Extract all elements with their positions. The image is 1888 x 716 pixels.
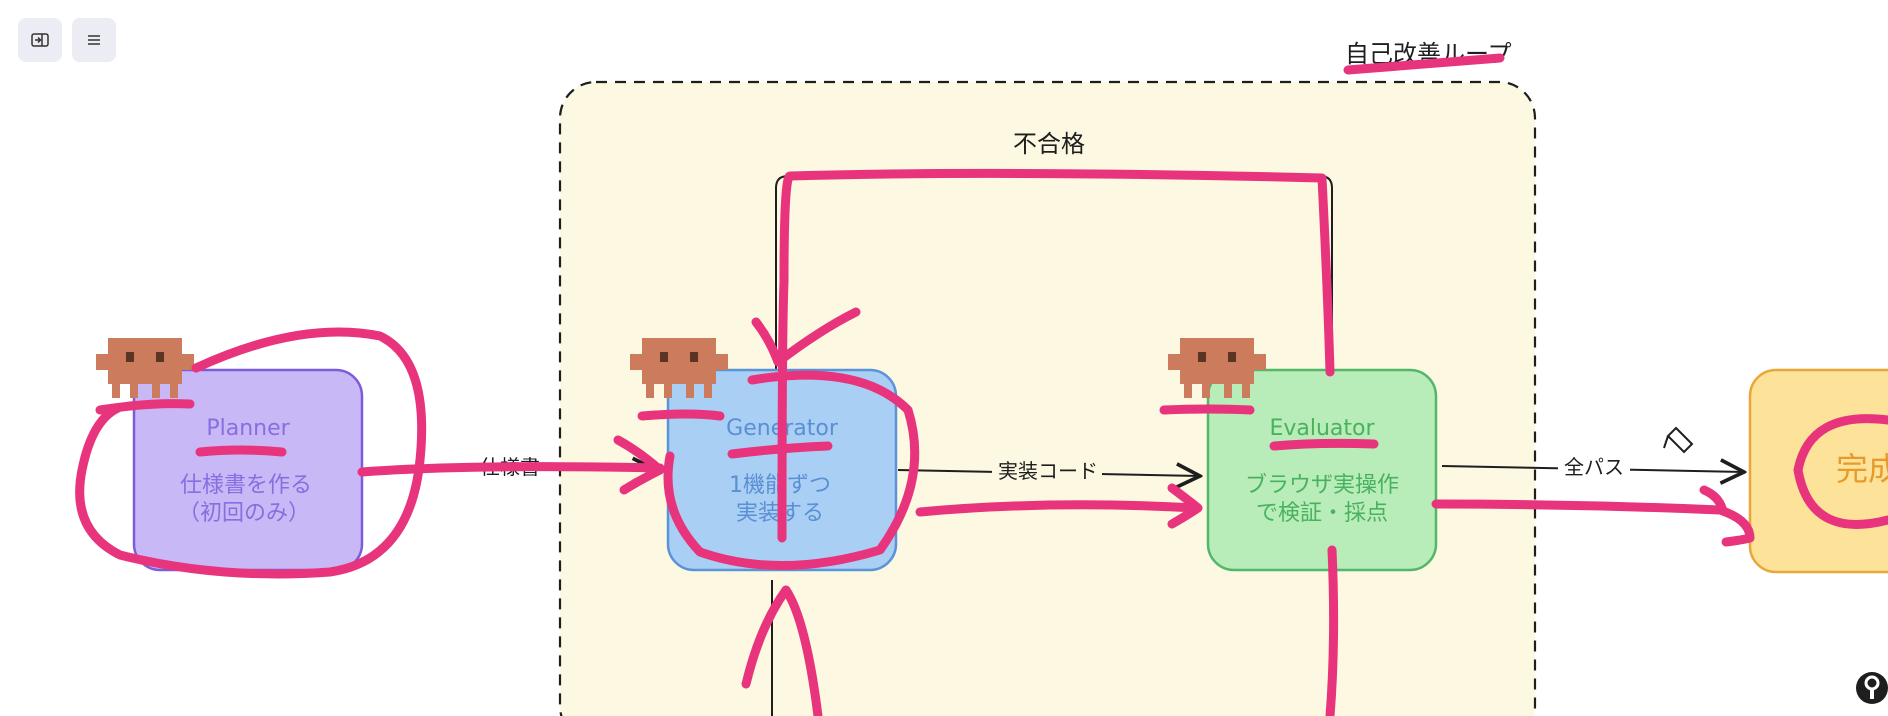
pencil-cursor-icon (1663, 426, 1694, 454)
planner-line2: （初回のみ） (178, 501, 310, 526)
robot-icon (1168, 338, 1266, 398)
evaluator-line1: ブラウザ実操作 (1245, 473, 1399, 498)
robot-icon (96, 338, 194, 398)
evaluator-line2: で検証・採点 (1256, 501, 1388, 526)
evaluator-node[interactable]: Evaluator ブラウザ実操作 で検証・採点 (1206, 368, 1438, 572)
edge-label-bg (1558, 452, 1630, 482)
planner-line1: 仕様書を作る (180, 473, 312, 498)
robot-icon (630, 338, 728, 398)
edge-label-code: 実装コード (998, 459, 1098, 483)
fail-loop-label: 不合格 (1013, 130, 1085, 158)
planner-node[interactable]: Planner 仕様書を作る （初回のみ） (132, 368, 364, 572)
planner-title: Planner (206, 416, 290, 441)
sidebar-toggle-icon (31, 33, 49, 47)
evaluator-title: Evaluator (1269, 416, 1375, 441)
done-node[interactable]: 完成 (1748, 368, 1888, 574)
hamburger-menu-icon (88, 35, 100, 45)
done-title: 完成 (1836, 450, 1888, 488)
main-menu-button[interactable] (72, 18, 116, 62)
sidebar-toggle-button[interactable] (18, 18, 62, 62)
edge-label-all-pass: 全パス (1564, 455, 1624, 479)
help-button[interactable] (1856, 672, 1888, 704)
edge-label-bg (992, 455, 1102, 485)
freehand-annotations[interactable] (75, 53, 1888, 716)
